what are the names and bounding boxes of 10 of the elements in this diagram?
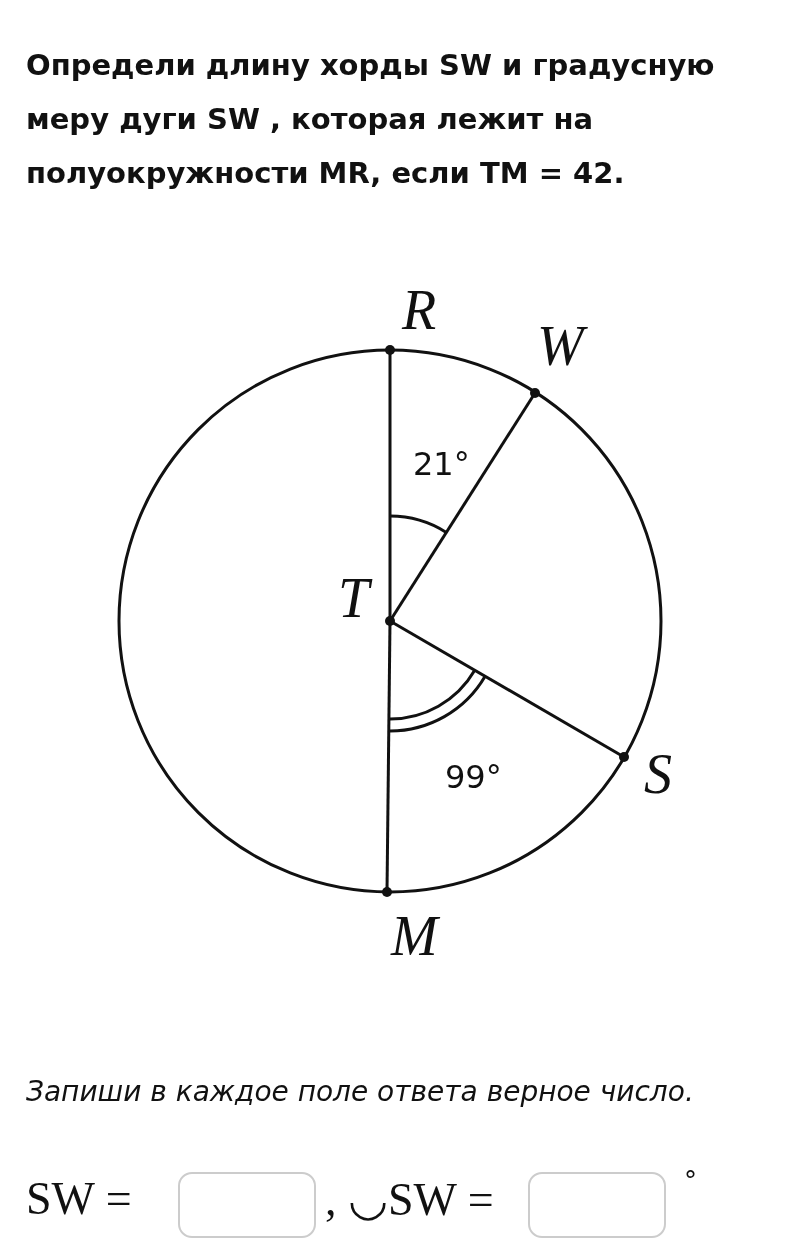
point-label: M — [391, 908, 438, 964]
point-label: S — [644, 746, 672, 802]
equation-text: , ◡SW = — [325, 1173, 494, 1226]
angle-label: 21° — [413, 445, 470, 483]
equation-text: SW = — [26, 1172, 132, 1225]
question-text: Определи длину хорды SW и градусную меру дуги SW , которая лежит на полуокружности MR, если TM = 42. — [26, 47, 716, 192]
instruction-text: Запиши в каждое поле ответа верное число. — [26, 1075, 694, 1108]
angle-label: 99° — [445, 758, 502, 796]
degree-sign: ° — [684, 1166, 697, 1196]
point-label: R — [402, 282, 437, 338]
